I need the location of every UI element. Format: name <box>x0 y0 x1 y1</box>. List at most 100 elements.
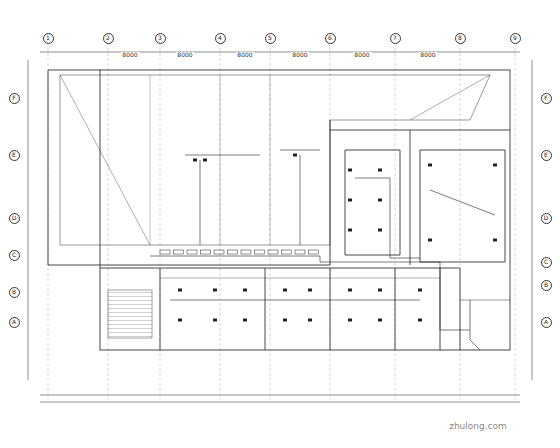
axis-bubble: E <box>9 150 20 161</box>
axis-label: 4 <box>218 35 222 41</box>
panel-box <box>228 250 238 254</box>
axis-label: D <box>544 215 549 221</box>
axis-label: F <box>12 95 15 101</box>
axis-bubble: 9 <box>510 33 521 44</box>
dimension-text: 8000 <box>176 52 193 58</box>
watermark: zhulong.com <box>448 422 508 431</box>
light-fixture <box>418 319 422 322</box>
axis-label: A <box>12 319 16 325</box>
building-walls <box>48 70 510 350</box>
light-fixture <box>213 289 217 292</box>
axis-label: 7 <box>393 35 397 41</box>
light-fixture <box>178 319 182 322</box>
axis-label: 5 <box>268 35 272 41</box>
light-fixture <box>428 164 432 167</box>
light-fixture <box>378 199 382 202</box>
dimension-text: 8000 <box>236 52 253 58</box>
light-fixture <box>293 154 297 157</box>
axis-bubble: D <box>9 213 20 224</box>
axis-label: 2 <box>106 35 110 41</box>
panel-box <box>255 250 265 254</box>
axis-label: B <box>12 289 16 295</box>
panel-box <box>201 250 211 254</box>
light-fixture <box>213 319 217 322</box>
axis-label: D <box>12 215 17 221</box>
dimension-text: 8000 <box>419 52 436 58</box>
light-fixture <box>493 164 497 167</box>
light-fixture <box>193 159 197 162</box>
panel-box <box>268 250 278 254</box>
panel-box <box>214 250 224 254</box>
axis-bubble: E <box>541 150 552 161</box>
panel-box <box>160 250 170 254</box>
light-fixture <box>493 239 497 242</box>
panel-box <box>187 250 197 254</box>
axis-bubble: 6 <box>325 33 336 44</box>
light-fixture <box>348 319 352 322</box>
axis-label: F <box>544 95 547 101</box>
axis-bubble: C <box>9 250 20 261</box>
axis-label: E <box>544 152 548 158</box>
axis-label: A <box>544 319 548 325</box>
light-fixture <box>378 229 382 232</box>
axis-bubble: 4 <box>215 33 226 44</box>
light-fixture <box>378 169 382 172</box>
light-fixtures <box>178 154 497 322</box>
axis-bubble: D <box>541 213 552 224</box>
light-fixture <box>348 289 352 292</box>
axis-bubble: 2 <box>103 33 114 44</box>
light-fixture <box>283 289 287 292</box>
axis-label: C <box>12 252 16 258</box>
light-fixture <box>203 159 207 162</box>
panel-boxes <box>160 250 319 254</box>
axis-bubble: A <box>541 317 552 328</box>
axis-bubble: 1 <box>43 33 54 44</box>
axis-label: C <box>544 259 548 265</box>
axis-lines <box>48 48 515 400</box>
stair-hatch <box>108 290 152 338</box>
dimension-text: 8000 <box>121 52 138 58</box>
axis-bubble: A <box>9 317 20 328</box>
axis-bubble: 3 <box>155 33 166 44</box>
axis-label: 9 <box>513 35 517 41</box>
axis-bubble: C <box>541 257 552 268</box>
axis-label: E <box>12 152 16 158</box>
light-fixture <box>243 289 247 292</box>
panel-box <box>309 250 319 254</box>
light-fixture <box>308 289 312 292</box>
light-fixture <box>418 289 422 292</box>
axis-bubble: 7 <box>390 33 401 44</box>
panel-box <box>241 250 251 254</box>
axis-label: 3 <box>158 35 162 41</box>
dimension-text: 8000 <box>291 52 308 58</box>
axis-bubble: B <box>9 287 20 298</box>
panel-box <box>174 250 184 254</box>
wiring <box>150 150 495 350</box>
light-fixture <box>378 319 382 322</box>
light-fixture <box>308 319 312 322</box>
axis-label: 6 <box>328 35 332 41</box>
light-fixture <box>348 169 352 172</box>
light-fixture <box>428 239 432 242</box>
axis-label: B <box>544 282 548 288</box>
axis-bubble: B <box>541 280 552 291</box>
light-fixture <box>348 199 352 202</box>
axis-bubble: 5 <box>265 33 276 44</box>
axis-label: 1 <box>46 35 50 41</box>
axis-label: 8 <box>458 35 462 41</box>
grid-lines <box>28 52 532 402</box>
light-fixture <box>243 319 247 322</box>
axis-bubble: 8 <box>455 33 466 44</box>
axis-bubble: F <box>9 93 20 104</box>
light-fixture <box>378 289 382 292</box>
light-fixture <box>283 319 287 322</box>
panel-box <box>295 250 305 254</box>
axis-bubble: F <box>541 93 552 104</box>
light-fixture <box>178 289 182 292</box>
dimension-text: 8000 <box>353 52 370 58</box>
light-fixture <box>348 229 352 232</box>
panel-box <box>282 250 292 254</box>
